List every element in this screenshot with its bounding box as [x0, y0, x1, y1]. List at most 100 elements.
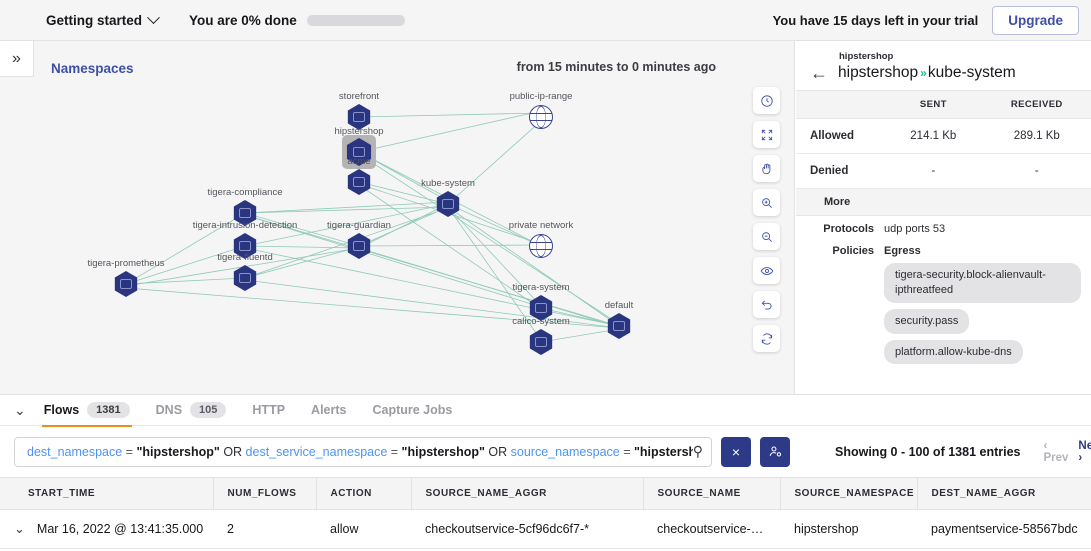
detail-target: kube-system — [927, 64, 1016, 81]
next-page-button[interactable]: Next › — [1078, 439, 1091, 464]
traffic-summary-table: SENT RECEIVED Allowed 214.1 Kb 289.1 Kb … — [796, 90, 1091, 189]
graph-node[interactable] — [435, 191, 461, 217]
workload-screen-glyph — [120, 279, 132, 289]
start-time-text: Mar 16, 2022 @ 13:41:35.000 — [36, 522, 204, 536]
service-graph-panel[interactable]: Namespaces from 15 minutes to 0 minutes … — [0, 41, 795, 394]
eye-icon[interactable] — [753, 257, 780, 284]
cell-num-flows: 2 — [213, 509, 316, 549]
workload-screen-glyph — [352, 146, 366, 158]
row-label-allowed: Allowed — [796, 118, 884, 154]
flow-direction-icon: » — [920, 66, 927, 80]
progress-label: You are 0% done — [189, 12, 297, 28]
sidebar-expand-button[interactable]: » — [0, 41, 34, 77]
graph-node[interactable] — [528, 295, 554, 321]
tab-count-badge: 105 — [190, 402, 227, 418]
cell-source-name: checkoutservice-… — [643, 509, 780, 549]
graph-node[interactable] — [346, 104, 372, 130]
policy-chip[interactable]: tigera-security.block-alienvault-ipthrea… — [884, 263, 1081, 303]
hand-icon[interactable] — [753, 155, 780, 182]
workload-hexagon-icon — [529, 295, 553, 321]
flow-col-action[interactable]: ACTION — [316, 477, 412, 510]
tab-count-badge: 1381 — [87, 402, 130, 418]
graph-node[interactable] — [232, 233, 258, 259]
collapse-panel-icon[interactable]: ⌄ — [14, 401, 26, 418]
table-row-denied: Denied - - — [796, 153, 1091, 189]
workload-screen-glyph — [239, 273, 251, 283]
zoom-out-icon[interactable] — [753, 223, 780, 250]
flow-col-dest_name_aggr[interactable]: DEST_NAME_AGGR — [917, 477, 1091, 510]
clear-filter-button[interactable]: × — [721, 436, 751, 467]
workload-screen-glyph — [535, 303, 547, 313]
graph-node[interactable] — [606, 313, 632, 339]
onboarding-progress-bar — [306, 14, 405, 26]
graph-node[interactable] — [346, 233, 372, 259]
workload-hexagon-icon — [233, 233, 257, 259]
graph-node-globe-icon[interactable] — [529, 234, 553, 258]
tab-http[interactable]: HTTP — [252, 395, 285, 425]
zoom-in-icon[interactable] — [753, 189, 780, 216]
workload-hexagon-icon — [114, 271, 138, 297]
expand-icon[interactable] — [753, 121, 780, 148]
tab-alerts[interactable]: Alerts — [311, 395, 346, 425]
tab-capture-jobs[interactable]: Capture Jobs — [372, 395, 452, 425]
cell-source-namespace: hipstershop — [780, 509, 917, 549]
query-token-fld: dest_service_namespace — [245, 444, 388, 459]
query-token-val: "hipstershop — [634, 444, 693, 459]
search-input[interactable]: dest_namespace = "hipstershop" OR dest_s… — [14, 436, 712, 467]
chevron-down-icon[interactable]: ⌄ — [14, 521, 25, 536]
workload-screen-glyph — [442, 199, 454, 209]
workload-hexagon-icon — [347, 233, 371, 259]
flow-col-start_time[interactable]: START_TIME — [0, 477, 214, 510]
policies-row: Policies Egress tigera-security.block-al… — [796, 235, 1091, 365]
graph-node[interactable] — [232, 265, 258, 291]
graph-node-selected[interactable] — [342, 135, 376, 169]
tab-label: Flows — [43, 403, 80, 417]
graph-node[interactable] — [113, 271, 139, 297]
workload-screen-glyph — [239, 241, 251, 251]
user-settings-icon — [769, 446, 781, 457]
denied-sent-value: - — [884, 153, 983, 189]
saved-filters-button[interactable] — [760, 436, 790, 467]
more-section-header[interactable]: More — [796, 189, 1091, 216]
workload-hexagon-icon — [346, 138, 372, 166]
graph-node[interactable] — [346, 169, 372, 195]
clock-icon[interactable] — [753, 87, 780, 114]
refresh-icon[interactable] — [753, 325, 780, 352]
graph-time-range-label: from 15 minutes to 0 minutes ago — [516, 60, 716, 74]
graph-node-globe-icon[interactable] — [529, 105, 553, 129]
tab-label: DNS — [155, 403, 183, 417]
flow-col-source_namespace[interactable]: SOURCE_NAMESPACE — [780, 477, 918, 510]
flow-col-source_name_aggr[interactable]: SOURCE_NAME_AGGR — [411, 477, 644, 510]
policy-chip[interactable]: security.pass — [884, 308, 970, 334]
filter-row: dest_namespace = "hipstershop" OR dest_s… — [0, 425, 1091, 477]
detail-panel: hipstershop ← hipstershop»kube-system SE… — [796, 41, 1091, 394]
cell-dest-name-aggr: paymentservice-58567bdc — [917, 509, 1091, 549]
upgrade-button[interactable]: Upgrade — [992, 5, 1079, 35]
workload-screen-glyph — [353, 112, 365, 122]
workload-hexagon-icon — [233, 265, 257, 291]
query-token-op: = — [619, 444, 634, 459]
getting-started-menu[interactable]: Getting started — [46, 10, 160, 28]
back-arrow-icon[interactable]: ← — [810, 63, 828, 83]
undo-icon[interactable] — [753, 291, 780, 318]
graph-node[interactable] — [232, 200, 258, 226]
tab-list: Flows 1381 DNS 105 HTTP Alerts Capture Jobs — [41, 395, 479, 427]
flow-col-source_name[interactable]: SOURCE_NAME — [643, 477, 781, 510]
policies-label: Policies — [832, 245, 874, 257]
search-icon[interactable]: ⚲ — [692, 443, 703, 459]
graph-title[interactable]: Namespaces — [51, 61, 134, 76]
workload-hexagon-icon — [529, 329, 553, 355]
tab-dns[interactable]: DNS 105 — [156, 395, 227, 425]
cell-action: allow — [316, 509, 411, 549]
bottom-tab-bar: ⌄ Flows 1381 DNS 105 HTTP Alerts Capture Jobs — [0, 395, 1091, 427]
query-token-op: = — [387, 444, 402, 459]
policy-chip[interactable]: platform.allow-kube-dns — [884, 339, 1023, 365]
prev-page-button[interactable]: ‹ Prev — [1043, 439, 1069, 464]
tab-flows[interactable]: Flows 1381 — [41, 395, 132, 427]
flow-col-num_flows[interactable]: NUM_FLOWS — [213, 477, 317, 510]
double-chevron-right-icon: » — [12, 49, 21, 67]
cell-source-name-aggr: checkoutservice-5cf96dc6f7-* — [411, 509, 643, 549]
graph-node[interactable] — [528, 329, 554, 355]
